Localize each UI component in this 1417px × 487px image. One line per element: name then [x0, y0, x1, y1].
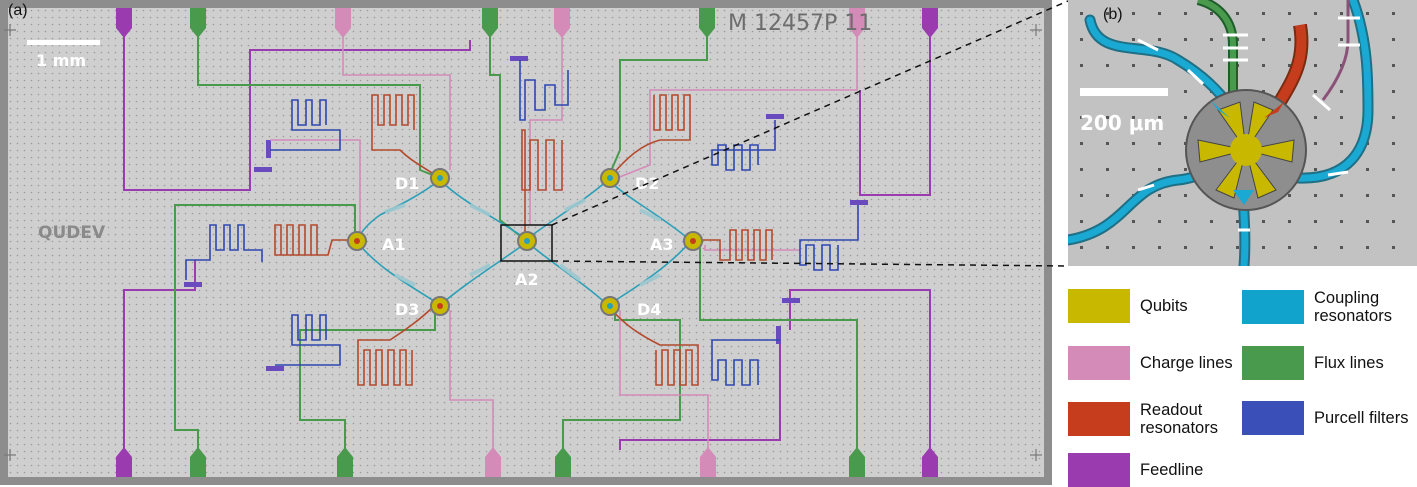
- qubit-D1: [430, 168, 450, 188]
- bond-pads-bottom: [116, 447, 938, 477]
- inset-qubit-center: [1230, 134, 1262, 166]
- scale-bar-a-label: 1 mm: [36, 51, 86, 70]
- legend-label-flux: Flux lines: [1314, 354, 1384, 372]
- qubit-A2: [517, 231, 537, 251]
- qubit-label-D4: D4: [637, 300, 661, 319]
- qubit-label-D2: D2: [635, 174, 659, 193]
- qubit-label-D3: D3: [395, 300, 419, 319]
- legend-swatch-readout: [1068, 402, 1130, 436]
- legend-swatch-feedline: [1068, 453, 1130, 487]
- inset-airbridges: [1137, 16, 1360, 232]
- legend-label-feedline: Feedline: [1140, 461, 1204, 479]
- inset-charge-line: [1321, 0, 1350, 101]
- qubit-D4: [600, 296, 620, 316]
- legend-item-coupling: Coupling resonators: [1242, 289, 1392, 325]
- scale-bar-a: [27, 40, 100, 45]
- legend-item-readout: Readout resonators: [1068, 401, 1218, 437]
- legend-swatch-flux: [1242, 346, 1304, 380]
- legend-item-flux: Flux lines: [1242, 346, 1384, 380]
- legend-label-purcell: Purcell filters: [1314, 409, 1409, 427]
- inset-flux-line: [1197, 0, 1236, 95]
- scale-bar-b-label: 200 μm: [1080, 111, 1164, 135]
- legend-item-feedline: Feedline: [1068, 453, 1203, 487]
- qubit-label-A3: A3: [650, 235, 674, 254]
- legend-swatch-coupling: [1242, 290, 1304, 324]
- panel-label-a: (a): [8, 2, 28, 19]
- legend-item-purcell: Purcell filters: [1242, 401, 1408, 435]
- qudev-logo: QUDEV: [38, 223, 106, 243]
- qubit-A1: [347, 231, 367, 251]
- legend-item-qubits: Qubits: [1068, 289, 1188, 323]
- legend-label-readout: Readout resonators: [1140, 401, 1218, 437]
- qubit-label-D1: D1: [395, 174, 419, 193]
- qubit-label-A2: A2: [515, 270, 539, 289]
- zoom-box: [500, 224, 553, 262]
- chip-micrograph: D1 D2 A1 A2 A3 D3 D4 1 mm M 12457P 11 QU…: [0, 0, 1052, 485]
- inset-readout: [1273, 24, 1307, 108]
- legend-swatch-purcell: [1242, 401, 1304, 435]
- legend-item-charge: Charge lines: [1068, 346, 1233, 380]
- legend: Qubits Coupling resonators Charge lines …: [1060, 276, 1417, 487]
- inset-arrow-1: [1210, 100, 1230, 118]
- inset-micrograph: 200 μm: [1068, 0, 1417, 266]
- chip-id: M 12457P 11: [728, 11, 872, 36]
- scale-bar-b: [1080, 88, 1168, 96]
- qubit-D2: [600, 168, 620, 188]
- qubit-A3: [683, 231, 703, 251]
- qubit-label-A1: A1: [382, 235, 406, 254]
- legend-label-qubits: Qubits: [1140, 297, 1188, 315]
- feedline: [123, 30, 931, 455]
- legend-label-coupling: Coupling resonators: [1314, 289, 1392, 325]
- legend-swatch-qubits: [1068, 289, 1130, 323]
- panel-label-b: (b): [1103, 6, 1123, 23]
- inset-arrow-2: [1264, 102, 1284, 118]
- legend-label-charge: Charge lines: [1140, 354, 1233, 372]
- inset-arrow-3: [1233, 190, 1254, 205]
- legend-swatch-charge: [1068, 346, 1130, 380]
- qubit-D3: [430, 296, 450, 316]
